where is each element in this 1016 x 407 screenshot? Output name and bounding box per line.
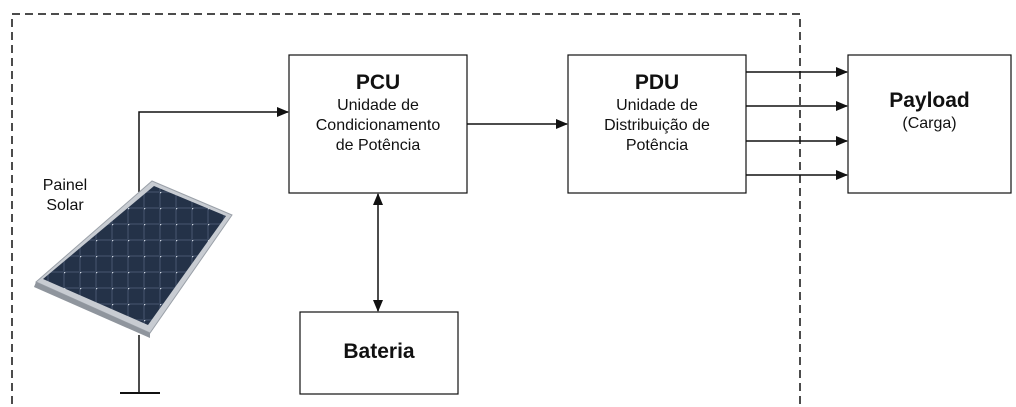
payload-label: Payload (Carga) [848,88,1011,134]
solar-panel-label-line1: Painel [42,177,88,194]
bateria-box [299,311,459,395]
pcu-line1: Unidade de [337,97,419,114]
bateria-title: Bateria [343,340,415,363]
pdu-line1: Unidade de [616,97,698,114]
pcu-line2: Condicionamento [315,117,441,134]
solar-to-pcu-line [138,107,289,192]
solar-panel-label: Painel Solar [30,176,100,216]
system-boundary [11,13,801,404]
pdu-box [567,54,747,194]
payload-box [847,54,1012,194]
solar-panel-icon [34,180,233,394]
pdu-label: PDU Unidade de Distribuição de Potência [568,70,746,156]
pcu-title: PCU [355,71,401,94]
pcu-label: PCU Unidade de Condicionamento de Potênc… [289,70,467,156]
pdu-title: PDU [634,71,680,94]
payload-title: Payload [889,89,970,112]
pcu-line3: de Potência [335,137,421,154]
solar-panel-label-line2: Solar [46,197,84,214]
payload-subtitle: (Carga) [902,115,957,132]
pdu-line3: Potência [625,137,689,154]
pdu-line2: Distribuição de [604,117,710,134]
